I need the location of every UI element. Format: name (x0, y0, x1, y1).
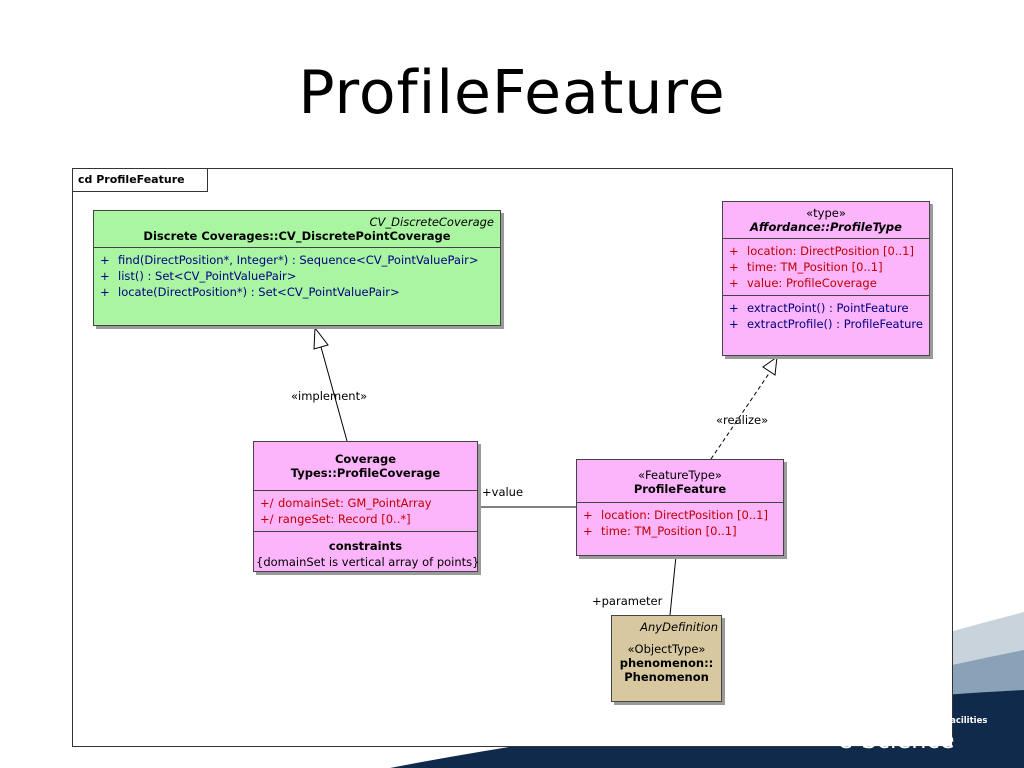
operations-compartment: +extractPoint() : PointFeature +extractP… (723, 295, 929, 336)
parent-class-label: AnyDefinition (640, 620, 718, 634)
attributes-compartment: +location: DirectPosition [0..1] +time: … (577, 502, 783, 543)
attribute-row: +location: DirectPosition [0..1] (583, 508, 768, 522)
constraint-text: {domainSet is vertical array of points} (256, 555, 480, 569)
constraints-compartment: constraints {domainSet is vertical array… (254, 531, 480, 576)
realize-line (710, 371, 771, 460)
stereotype-label: «type» (806, 206, 846, 220)
stereotype-label: «ObjectType» (627, 642, 706, 656)
operation-row: +locate(DirectPosition*) : Set<CV_PointV… (100, 285, 400, 299)
class-name-line1: phenomenon:: (619, 656, 714, 670)
sunburst-logo-icon (781, 701, 823, 743)
class-discrete-point-coverage[interactable]: CV_DiscreteCoverage Discrete Coverages::… (93, 210, 501, 326)
slide-title: ProfileFeature (298, 58, 726, 128)
realize-label: «realize» (716, 413, 769, 427)
implement-line (320, 346, 348, 442)
operation-row: +find(DirectPosition*, Integer*) : Seque… (100, 253, 479, 267)
operation-row: +list() : Set<CV_PointValuePair> (100, 269, 297, 283)
council-name: Science & Technology Facilities Council (838, 716, 988, 736)
realize-arrowhead (762, 355, 778, 376)
operations-compartment: +find(DirectPosition*, Integer*) : Seque… (94, 247, 500, 304)
parameter-role-label: +parameter (592, 594, 663, 608)
class-name: Discrete Coverages::CV_DiscretePointCove… (143, 229, 451, 243)
attribute-row: +/rangeSet: Record [0..*] (260, 512, 411, 526)
parameter-association (669, 555, 677, 616)
value-role-label: +value (482, 485, 524, 499)
attribute-row: +value: ProfileCoverage (729, 276, 877, 290)
class-name-line2: Phenomenon (624, 670, 709, 684)
class-profile-type[interactable]: «type» Affordance::ProfileType +location… (722, 201, 930, 356)
attribute-row: +/domainSet: GM_PointArray (260, 496, 432, 510)
class-name: Affordance::ProfileType (750, 220, 902, 234)
frame-tab: cd ProfileFeature (73, 169, 208, 192)
class-profile-coverage[interactable]: Coverage Types::ProfileCoverage +/domain… (253, 441, 480, 572)
constraints-title: constraints (328, 539, 403, 553)
implement-label: «implement» (291, 389, 368, 403)
attribute-row: +time: TM_Position [0..1] (729, 260, 883, 274)
stereotype-label: «FeatureType» (638, 468, 722, 482)
operation-row: +extractPoint() : PointFeature (729, 301, 909, 315)
attributes-compartment: +/domainSet: GM_PointArray +/rangeSet: R… (254, 490, 477, 531)
implement-arrowhead (313, 326, 329, 350)
operation-row: +extractProfile() : ProfileFeature (729, 317, 923, 331)
attributes-compartment: +location: DirectPosition [0..1] +time: … (723, 238, 929, 295)
brand-name: e-Science (838, 726, 955, 754)
class-profile-feature[interactable]: «FeatureType» ProfileFeature +location: … (576, 459, 784, 556)
class-name: ProfileFeature (633, 482, 727, 496)
class-phenomenon[interactable]: AnyDefinition «ObjectType» phenomenon:: … (611, 615, 722, 702)
parent-class-label: CV_DiscreteCoverage (369, 215, 495, 229)
attribute-row: +time: TM_Position [0..1] (583, 524, 737, 538)
attribute-row: +location: DirectPosition [0..1] (729, 244, 914, 258)
class-name: Coverage Types::ProfileCoverage (290, 452, 441, 480)
